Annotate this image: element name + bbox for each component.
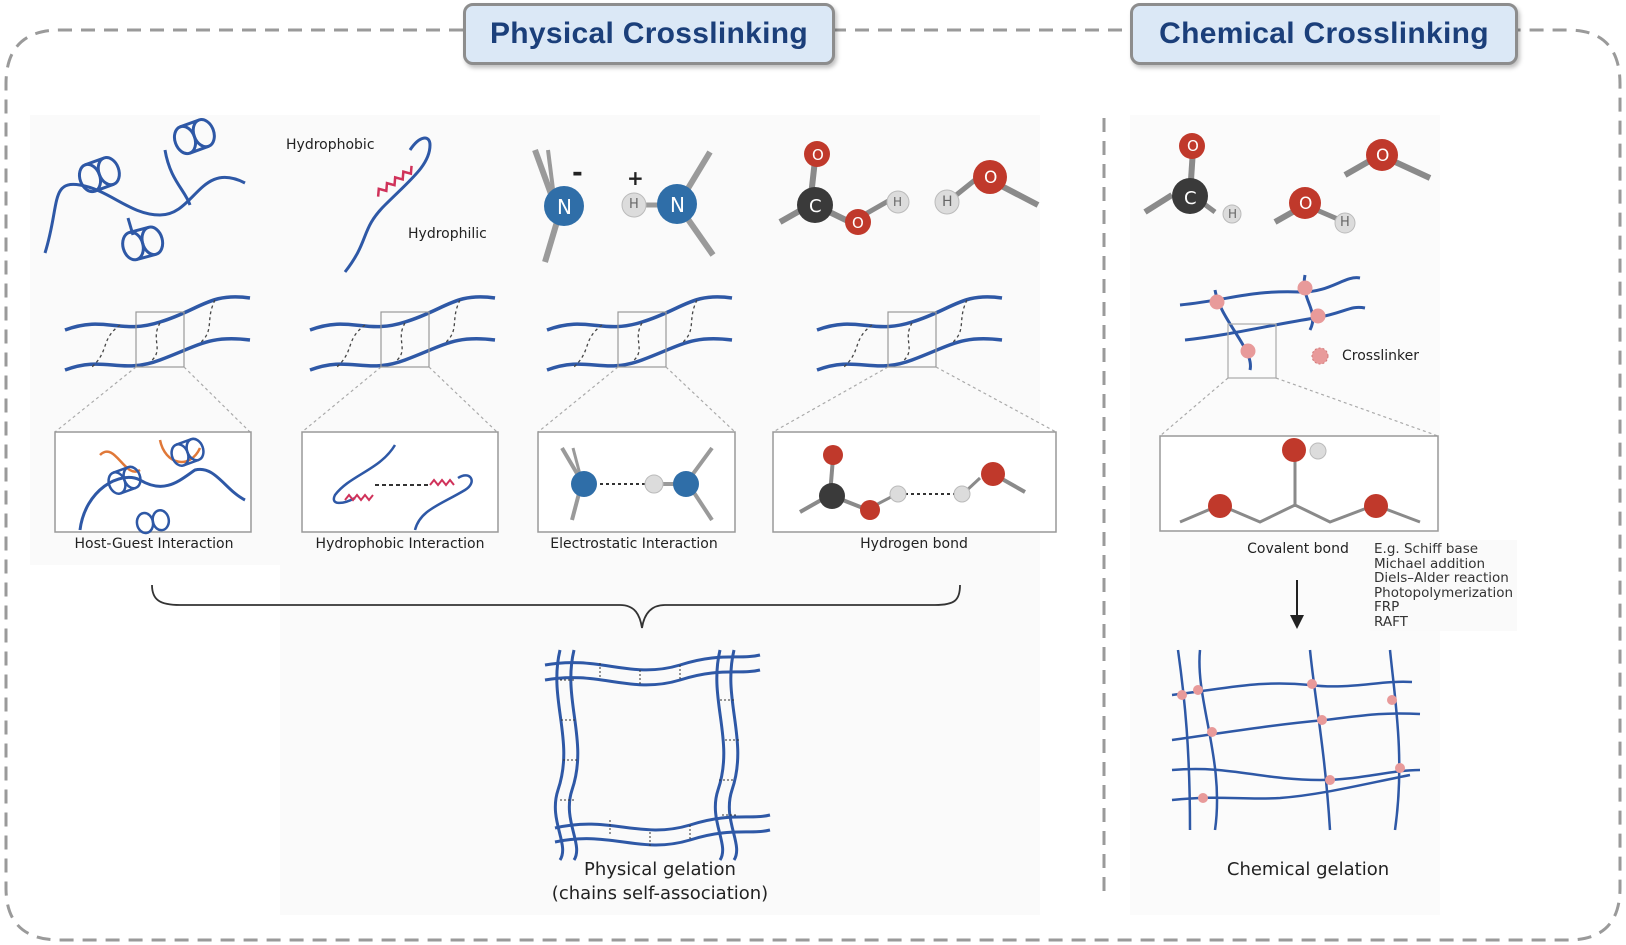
chemical-network-small — [1179, 274, 1366, 379]
crosslinker-label: Crosslinker — [1342, 348, 1420, 364]
electrostatic-icon — [532, 148, 716, 263]
carbon-label: C — [809, 196, 822, 217]
chemical-crosslinking-heading: Chemical Crosslinking — [1130, 3, 1518, 65]
physical-gelation-line1: Physical gelation — [584, 859, 736, 880]
example-item: Diels–Alder reaction — [1374, 570, 1509, 586]
hydrogen-label-5: H — [1340, 215, 1350, 230]
oxygen-label-6: O — [1299, 194, 1313, 214]
example-item: RAFT — [1374, 613, 1408, 630]
physical-gelation-line2: (chains self-association) — [551, 883, 769, 904]
example-item: Photopolymerization — [1374, 584, 1514, 601]
example-item: E.g. Schiff base — [1374, 541, 1479, 557]
physical-gel-bg — [280, 565, 1040, 915]
nitrogen-label-2: N — [670, 193, 685, 217]
grouping-brace — [151, 584, 961, 629]
carboxyl-water-icon — [778, 141, 1040, 235]
oxygen-label-3: O — [984, 168, 998, 188]
caption-hydrophobic-interaction: Hydrophobic Interaction — [315, 536, 485, 552]
caption-host-guest: Host-Guest Interaction — [74, 536, 234, 552]
zoom-box-hydrophobic — [301, 431, 499, 533]
oxygen-label-4: O — [1187, 137, 1199, 155]
plus-charge: + — [627, 166, 644, 190]
hydrophilic-label: Hydrophilic — [408, 226, 487, 242]
chemical-gelation-caption: Chemical gelation — [1226, 859, 1390, 880]
amphiphilic-chain-icon — [343, 136, 432, 273]
physical-crosslinking-heading: Physical Crosslinking — [463, 3, 835, 65]
oxygen-label-2: O — [852, 214, 864, 232]
aldehyde-alcohol-icons — [1143, 133, 1432, 234]
carbon-label-2: C — [1184, 188, 1197, 209]
caption-covalent-bond: Covalent bond — [1247, 541, 1349, 557]
oxygen-label: O — [812, 146, 824, 164]
minus-charge: - — [572, 158, 583, 188]
zoom-guides — [54, 366, 1439, 437]
outer-frame — [4, 28, 1622, 942]
physical-gel-network — [544, 649, 771, 861]
zoom-box-host-guest — [54, 431, 252, 535]
hydrogen-label-3: H — [942, 194, 953, 210]
caption-hydrogen-bond: Hydrogen bond — [860, 536, 968, 552]
hydrophobic-label: Hydrophobic — [286, 137, 375, 153]
example-item: FRP — [1374, 599, 1400, 615]
physical-gelation-caption: Physical gelation (chains self-associati… — [552, 858, 768, 906]
example-item: Michael addition — [1374, 555, 1486, 572]
crosslinker-legend-marker — [1311, 347, 1329, 365]
caption-electrostatic-interaction: Electrostatic Interaction — [550, 536, 718, 552]
zoom-box-electrostatic — [537, 431, 736, 533]
chain-pairs — [64, 295, 1003, 372]
zoom-box-hydrogen-bond — [772, 431, 1057, 533]
host-guest-icon — [43, 118, 246, 262]
oxygen-label-5: O — [1376, 146, 1390, 166]
reaction-examples-list: E.g. Schiff base Michael addition Diels–… — [1370, 540, 1518, 631]
zoom-box-covalent — [1159, 435, 1439, 532]
hydrogen-label-2: H — [893, 195, 903, 209]
nitrogen-label: N — [557, 195, 572, 219]
hydrogen-label-4: H — [1228, 207, 1238, 221]
chemical-gel-network — [1171, 649, 1421, 831]
hydrogen-label: H — [629, 197, 639, 212]
